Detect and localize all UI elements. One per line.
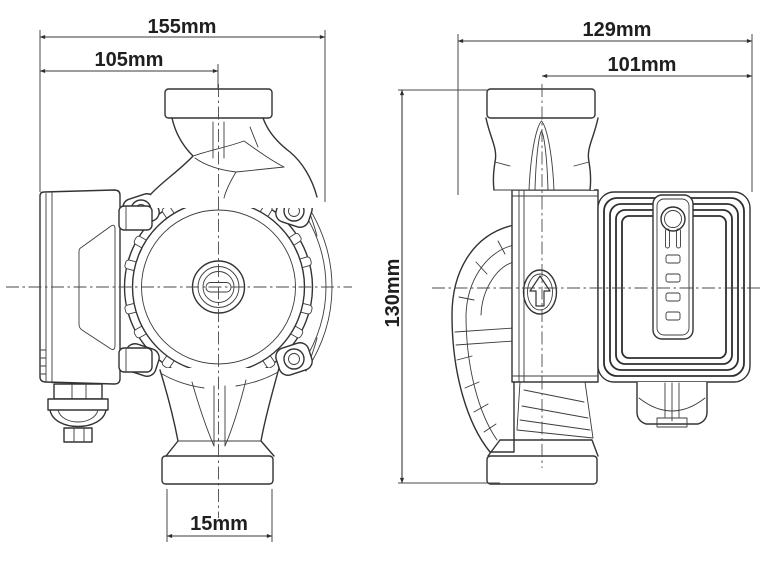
front-top-neck — [150, 117, 318, 208]
side-terminal-box — [597, 191, 751, 383]
dimension-lines — [39, 34, 753, 539]
side-box-center-panel — [652, 194, 694, 340]
side-motor-body — [487, 189, 599, 457]
side-box-vent-slots — [665, 254, 681, 321]
dim-label-side-rear-depth: 101mm — [608, 54, 677, 76]
side-top-threaded-port — [486, 88, 596, 119]
side-bottom-threaded-port — [486, 455, 598, 485]
front-box-mount-tab-top — [118, 205, 153, 231]
keyhole-hanger-slot — [660, 206, 686, 249]
dimension-annotations: 155mm 105mm 15mm 129mm 101mm 130mm — [39, 16, 753, 542]
dim-label-side-height: 130mm — [382, 259, 404, 328]
extension-lines — [39, 30, 753, 542]
front-bottom-neck — [159, 367, 280, 457]
dim-label-front-port-detail: 15mm — [190, 513, 248, 535]
side-cable-gland — [636, 382, 708, 428]
front-box-mount-tab-bottom — [118, 347, 153, 373]
centerlines — [6, 84, 762, 518]
front-cable-gland — [47, 383, 109, 443]
side-volute — [451, 224, 515, 453]
dim-label-side-overall-depth: 129mm — [583, 19, 652, 41]
front-view — [39, 88, 333, 485]
side-view — [451, 88, 751, 485]
dim-label-front-overall-width: 155mm — [148, 16, 217, 38]
dim-label-front-port-offset: 105mm — [95, 49, 164, 71]
flow-direction-arrow — [522, 269, 558, 315]
front-bottom-threaded-port — [161, 455, 274, 485]
